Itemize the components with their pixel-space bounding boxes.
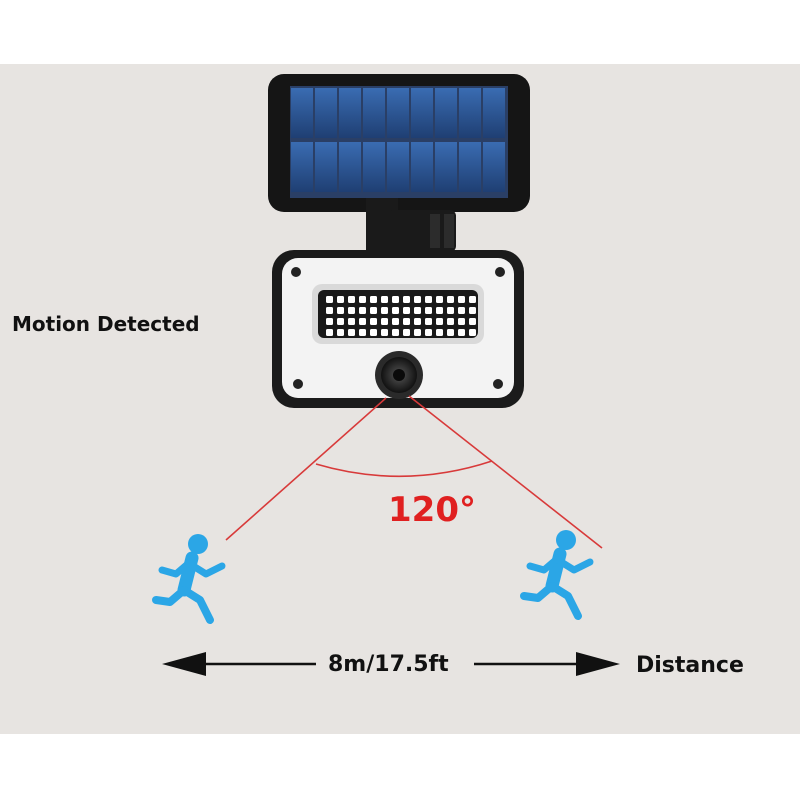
- led-chip: [436, 329, 443, 336]
- led-chip: [381, 296, 388, 303]
- led-chip: [359, 318, 366, 325]
- led-chip: [414, 296, 421, 303]
- led-chip: [381, 318, 388, 325]
- led-chip: [381, 307, 388, 314]
- led-chip: [425, 307, 432, 314]
- led-chip: [436, 307, 443, 314]
- led-chip: [337, 307, 344, 314]
- led-chip: [458, 307, 465, 314]
- led-chip: [370, 296, 377, 303]
- detection-angle-label: 120°: [388, 490, 476, 530]
- led-chip: [436, 318, 443, 325]
- solar-cell: [411, 142, 433, 192]
- solar-cell: [387, 88, 409, 138]
- solar-cells: [291, 88, 505, 192]
- led-chip: [414, 329, 421, 336]
- led-chip: [392, 318, 399, 325]
- angle-arc: [315, 460, 493, 478]
- led-chip: [326, 329, 333, 336]
- solar-cell: [363, 142, 385, 192]
- solar-cell: [483, 142, 505, 192]
- led-chip: [370, 329, 377, 336]
- arrow-right-icon: [474, 652, 620, 676]
- solar-cell: [459, 88, 481, 138]
- led-chip: [458, 296, 465, 303]
- arrow-left-icon: [162, 652, 316, 676]
- led-chip: [458, 318, 465, 325]
- solar-cell: [291, 88, 313, 138]
- led-chip: [403, 307, 410, 314]
- distance-value-label: 8m/17.5ft: [328, 652, 449, 677]
- beam-left-edge: [225, 397, 387, 541]
- led-chip: [425, 318, 432, 325]
- led-chip: [469, 318, 476, 325]
- led-chip: [337, 318, 344, 325]
- led-chip: [348, 296, 355, 303]
- led-chip: [447, 329, 454, 336]
- led-chip: [425, 329, 432, 336]
- solar-cell: [483, 88, 505, 138]
- motion-sensor-icon: [375, 351, 423, 399]
- led-chip: [326, 296, 333, 303]
- motion-detected-label: Motion Detected: [12, 312, 200, 336]
- led-chip: [370, 318, 377, 325]
- solar-cell: [435, 142, 457, 192]
- led-chip: [348, 318, 355, 325]
- led-chip: [359, 296, 366, 303]
- led-chip: [348, 307, 355, 314]
- beam-right-edge: [408, 395, 603, 549]
- led-chip: [469, 329, 476, 336]
- led-chip: [370, 307, 377, 314]
- led-chip: [469, 296, 476, 303]
- solar-cell: [411, 88, 433, 138]
- led-chip: [403, 318, 410, 325]
- led-chip: [348, 329, 355, 336]
- floodlight-icon: [272, 250, 524, 408]
- led-chip: [447, 307, 454, 314]
- solar-panel-icon: [268, 74, 530, 212]
- led-chip: [359, 329, 366, 336]
- solar-cell: [315, 142, 337, 192]
- solar-cell: [339, 142, 361, 192]
- led-chip: [381, 329, 388, 336]
- led-chip: [436, 296, 443, 303]
- led-chip: [337, 296, 344, 303]
- led-chip: [326, 307, 333, 314]
- distance-label: Distance: [636, 653, 744, 678]
- mount-bracket: [366, 198, 456, 254]
- led-chip: [447, 318, 454, 325]
- solar-cell: [363, 88, 385, 138]
- solar-cell: [315, 88, 337, 138]
- led-chip: [337, 329, 344, 336]
- solar-cell: [387, 142, 409, 192]
- led-chip: [403, 329, 410, 336]
- led-chip: [403, 296, 410, 303]
- led-chip: [414, 318, 421, 325]
- led-chip: [359, 307, 366, 314]
- led-chip: [392, 307, 399, 314]
- led-array: [326, 296, 476, 336]
- led-chip: [326, 318, 333, 325]
- running-person-icon: [152, 534, 226, 624]
- led-chip: [425, 296, 432, 303]
- detection-beam: [225, 395, 603, 549]
- running-person-icon: [520, 530, 594, 620]
- led-chip: [392, 296, 399, 303]
- led-chip: [469, 307, 476, 314]
- solar-cell: [339, 88, 361, 138]
- solar-cell: [291, 142, 313, 192]
- led-chip: [447, 296, 454, 303]
- solar-cell: [459, 142, 481, 192]
- led-chip: [414, 307, 421, 314]
- led-chip: [392, 329, 399, 336]
- led-chip: [458, 329, 465, 336]
- solar-cell: [435, 88, 457, 138]
